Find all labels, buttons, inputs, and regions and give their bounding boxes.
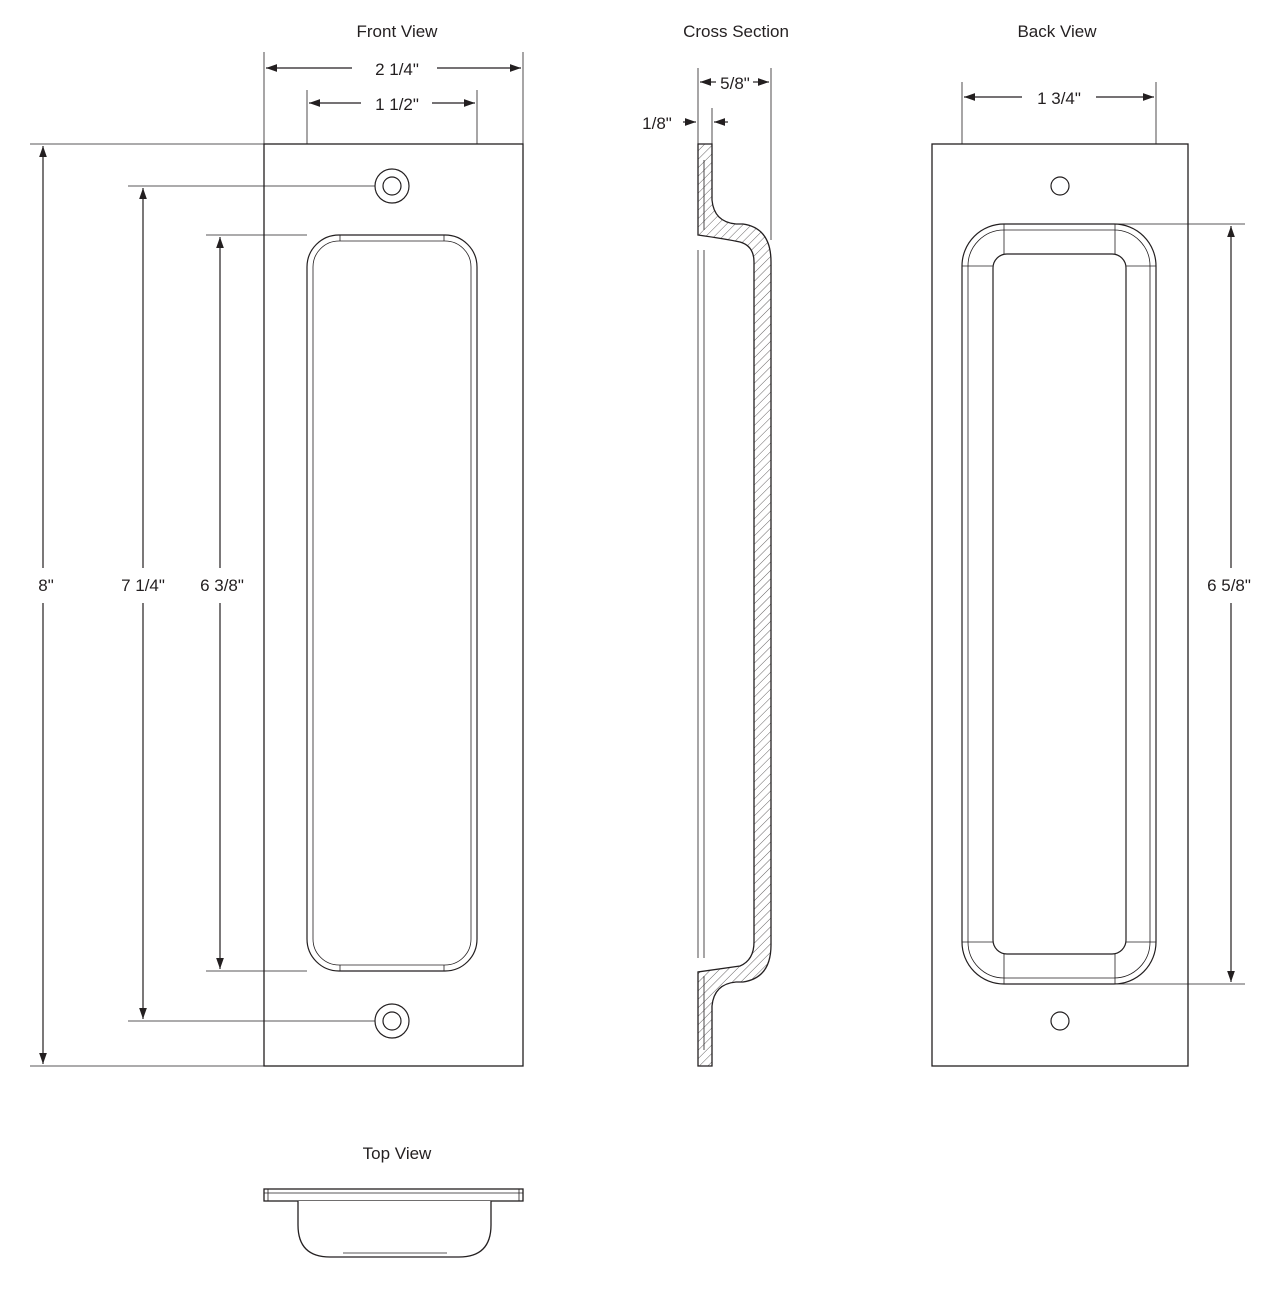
top-view-cup (297, 1201, 492, 1258)
back-cup (961, 223, 1157, 985)
back-height-dimension: 6 5/8" (1207, 226, 1251, 982)
overall-height-label: 8" (38, 576, 54, 595)
back-view: Back View 1 3/4" (931, 22, 1251, 1067)
section-depth-dimension: 5/8" (697, 68, 772, 240)
top-view-plate (263, 1188, 524, 1202)
front-width-label: 2 1/4" (375, 60, 419, 79)
section-depth-label: 5/8" (720, 74, 750, 93)
front-recess (306, 234, 478, 972)
front-view: Front View 2 1/4" 1 1/2" (30, 22, 524, 1067)
front-width-dimension: 2 1/4" (263, 52, 524, 144)
plate-thickness-label: 1/8" (642, 114, 672, 133)
back-width-label: 1 3/4" (1037, 89, 1081, 108)
top-view-title: Top View (363, 1144, 432, 1163)
recess-height-label: 6 3/8" (200, 576, 244, 595)
hole-spacing-dimension: 7 1/4" (121, 188, 165, 1019)
back-top-hole (1050, 176, 1070, 196)
recess-height-dimension: 6 3/8" (200, 237, 244, 969)
overall-height-dimension: 8" (38, 146, 54, 1064)
back-plate (931, 143, 1189, 1067)
cross-section-view: Cross Section 5/8" 1/8" (642, 22, 789, 1067)
back-view-title: Back View (1017, 22, 1097, 41)
top-view: Top View (263, 1144, 524, 1258)
front-recess-width-label: 1 1/2" (375, 95, 419, 114)
back-height-label: 6 5/8" (1207, 576, 1251, 595)
front-plate (263, 143, 524, 1067)
hole-spacing-label: 7 1/4" (121, 576, 165, 595)
cross-section-title: Cross Section (683, 22, 789, 41)
back-bottom-hole (1050, 1011, 1070, 1031)
plate-thickness-dimension: 1/8" (642, 108, 728, 144)
front-view-title: Front View (357, 22, 439, 41)
section-profile (697, 143, 772, 1067)
